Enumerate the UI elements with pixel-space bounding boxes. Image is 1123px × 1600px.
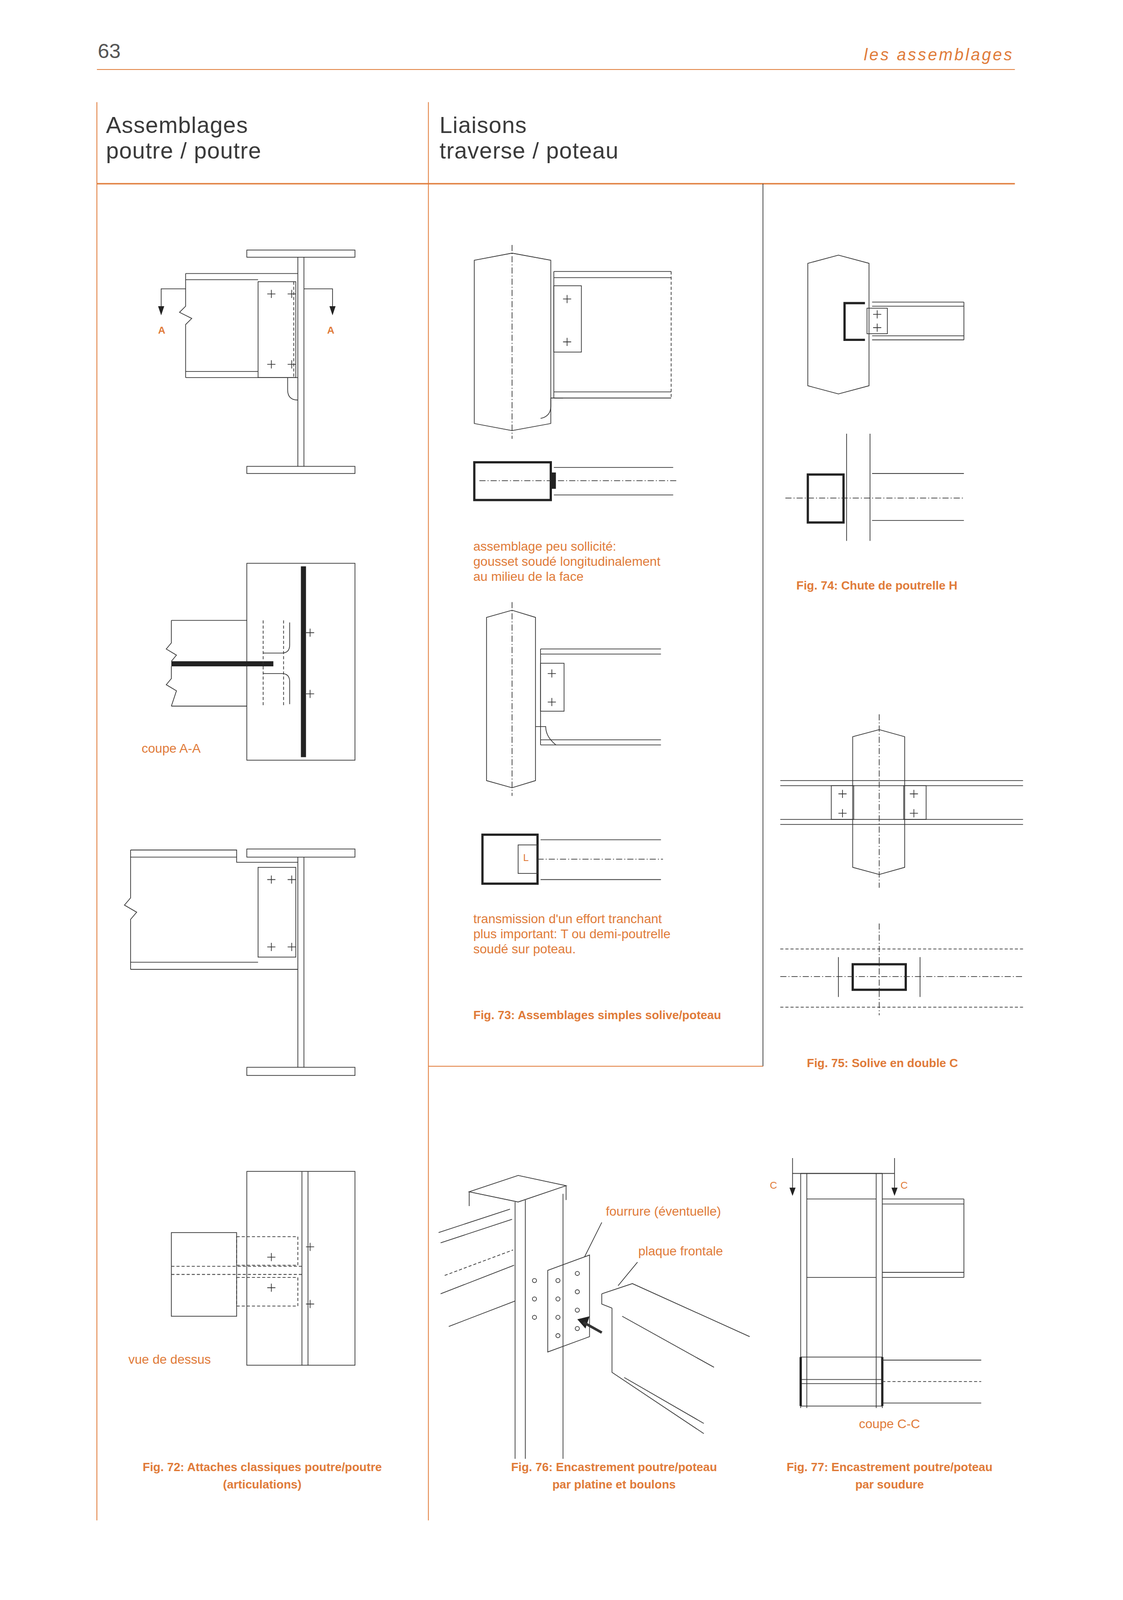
note-text: transmission d'un effort tranchant plus … xyxy=(472,911,672,957)
end-plate-isometric xyxy=(438,1175,750,1478)
beam-beam-coped xyxy=(124,848,355,1076)
section-heading: Liaisons traverse / poteau xyxy=(438,112,620,164)
figure-caption: Fig. 73: Assemblages simples solive/pote… xyxy=(472,1007,722,1023)
view-label: coupe A-A xyxy=(140,740,202,757)
joist-column-tee xyxy=(482,601,663,884)
note-text: assemblage peu sollicité: gousset soudé … xyxy=(472,538,662,584)
running-header: les assemblages xyxy=(863,44,1015,65)
h-beam-stub xyxy=(785,254,965,541)
callout-label: plaque frontale xyxy=(637,1243,724,1259)
page-frame xyxy=(96,69,1015,1521)
figure-caption: Fig. 77: Encastrement poutre/poteau par … xyxy=(785,1458,994,1493)
beam-beam-top-view xyxy=(171,1170,355,1365)
profile-mark: L xyxy=(522,851,530,864)
section-mark: C xyxy=(899,1179,909,1192)
double-channel-joist xyxy=(780,714,1023,1016)
section-heading: Assemblages poutre / poutre xyxy=(105,112,263,164)
section-a-a xyxy=(166,563,355,761)
beam-beam-elevation xyxy=(158,249,355,474)
figure-caption: Fig. 76: Encastrement poutre/poteau par … xyxy=(510,1458,719,1493)
figure-caption: Fig. 74: Chute de poutrelle H xyxy=(795,578,959,593)
welded-moment-joint xyxy=(789,1157,982,1408)
callout-label: fourrure (éventuelle) xyxy=(604,1203,722,1219)
section-mark: A xyxy=(157,324,167,337)
section-mark: A xyxy=(326,324,336,337)
view-label: coupe C-C xyxy=(858,1415,922,1432)
page-number: 63 xyxy=(96,38,122,64)
view-label: vue de dessus xyxy=(127,1351,212,1367)
figure-caption: Fig. 75: Solive en double C xyxy=(805,1055,959,1071)
joist-column-gusset xyxy=(474,244,679,500)
figure-caption: Fig. 72: Attaches classiques poutre/pout… xyxy=(141,1458,383,1493)
section-mark: C xyxy=(768,1179,779,1192)
